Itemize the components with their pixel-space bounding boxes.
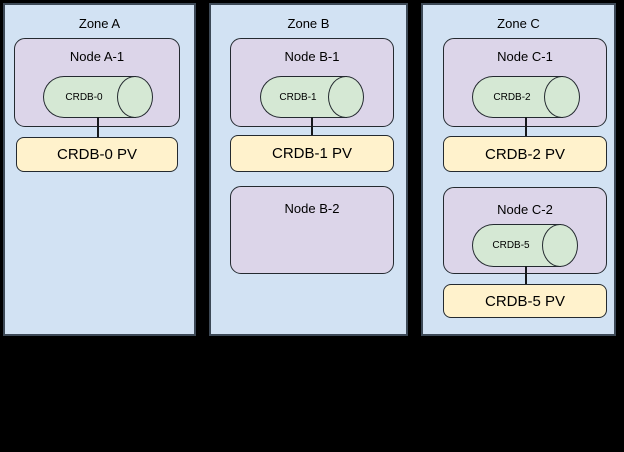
zone-a-title: Zone A bbox=[78, 16, 121, 31]
connector-line bbox=[97, 117, 99, 138]
database-label: CRDB-1 bbox=[279, 91, 317, 103]
database-cylinder-crdb5: CRDB-5 bbox=[472, 224, 578, 267]
pv-label: CRDB-5 PV bbox=[484, 292, 566, 310]
database-label: CRDB-5 bbox=[492, 240, 530, 251]
pv-box-crdb2: CRDB-2 PV bbox=[443, 136, 607, 172]
database-cylinder-crdb2: CRDB-2 bbox=[472, 76, 580, 118]
pv-label: CRDB-1 PV bbox=[271, 145, 353, 162]
pv-box-crdb1: CRDB-1 PV bbox=[230, 135, 394, 172]
zone-c-title: Zone C bbox=[497, 16, 540, 31]
node-b1-label: Node B-1 bbox=[284, 49, 340, 64]
cylinder-cap-icon bbox=[117, 76, 153, 118]
pv-label: CRDB-2 PV bbox=[484, 145, 566, 163]
database-label: CRDB-2 bbox=[493, 91, 531, 103]
zone-a-container: Zone A Node A-1 CRDB-0 CRDB-0 PV bbox=[3, 3, 196, 336]
database-cylinder-crdb0: CRDB-0 bbox=[43, 76, 153, 118]
connector-line bbox=[525, 117, 527, 137]
pv-box-crdb0: CRDB-0 PV bbox=[16, 137, 178, 172]
node-c2-label: Node C-2 bbox=[497, 202, 553, 217]
cylinder-cap-icon bbox=[542, 224, 578, 267]
node-box-b2: Node B-2 bbox=[230, 186, 394, 274]
database-label: CRDB-0 bbox=[65, 91, 103, 103]
connector-line bbox=[311, 117, 313, 136]
node-b2-label: Node B-2 bbox=[284, 201, 340, 216]
zone-c-container: Zone C Node C-1 CRDB-2 CRDB-2 PV Node C-… bbox=[421, 3, 616, 336]
database-cylinder-crdb1: CRDB-1 bbox=[260, 76, 364, 118]
pv-box-crdb5: CRDB-5 PV bbox=[443, 284, 607, 318]
zone-b-title: Zone B bbox=[287, 16, 330, 31]
node-a1-label: Node A-1 bbox=[69, 49, 125, 64]
zone-b-container: Zone B Node B-1 CRDB-1 CRDB-1 PV Node B-… bbox=[209, 3, 408, 336]
connector-line bbox=[525, 266, 527, 285]
node-c1-label: Node C-1 bbox=[497, 49, 553, 64]
pv-label: CRDB-0 PV bbox=[56, 146, 138, 163]
cylinder-cap-icon bbox=[544, 76, 580, 118]
cylinder-cap-icon bbox=[328, 76, 364, 118]
